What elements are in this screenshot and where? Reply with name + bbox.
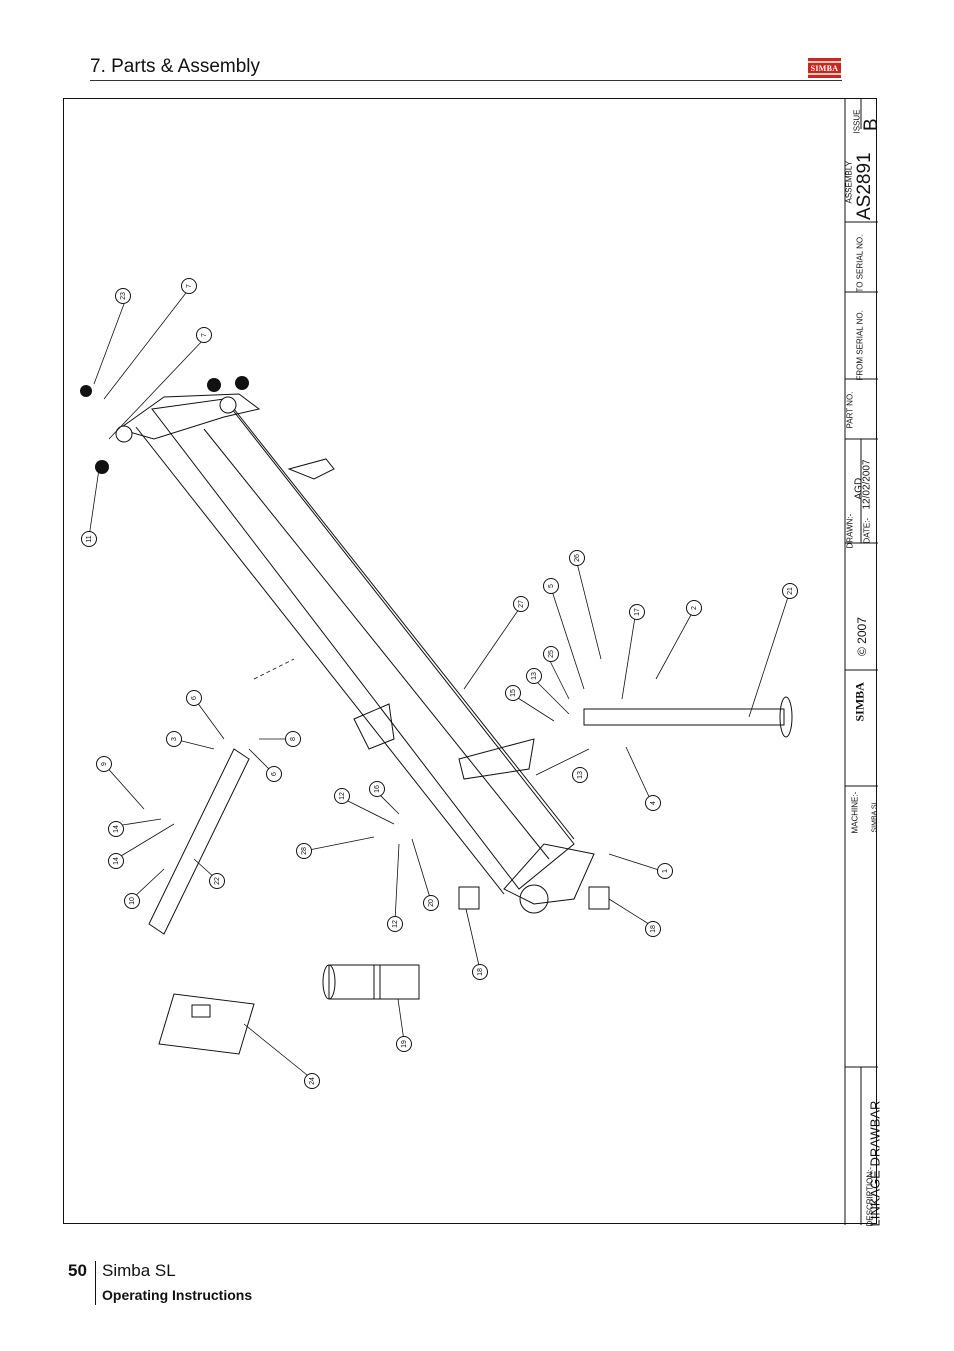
callout-balloon: 6 [186, 690, 202, 706]
callout-balloon: 26 [569, 550, 585, 566]
title-block-logo: SIMBA [852, 682, 867, 722]
callout-balloon: 1 [657, 863, 673, 879]
callout-balloon: 17 [629, 604, 645, 620]
callout-balloon: 2 [686, 600, 702, 616]
callout-balloon: 7 [196, 327, 212, 343]
drawn-label: DRAWN:- [845, 513, 855, 549]
issue-value: B [861, 118, 882, 131]
callout-balloon: 3 [166, 731, 182, 747]
callout-balloon: 6 [266, 766, 282, 782]
callout-balloon: 12 [387, 916, 403, 932]
header-rule [90, 80, 842, 81]
callout-balloon: 28 [296, 843, 312, 859]
footer-model: Simba SL [102, 1261, 176, 1280]
footer-subtitle: Operating Instructions [102, 1287, 253, 1303]
section-title: 7. Parts & Assembly [90, 56, 261, 77]
callout-balloon: 13 [572, 767, 588, 783]
callout-balloon: 12 [334, 788, 350, 804]
callout-balloon: 9 [96, 756, 112, 772]
assembly-value: AS2891 [854, 152, 875, 220]
callout-balloon: 5 [543, 578, 559, 594]
callout-balloon: 21 [782, 583, 798, 599]
callout-balloon: 24 [304, 1073, 320, 1089]
cylinder [322, 964, 420, 1000]
link-arm [148, 748, 250, 935]
callout-balloon: 13 [526, 668, 542, 684]
callout-balloon: 22 [209, 873, 225, 889]
from-serial-label: FROM SERIAL NO. [855, 310, 865, 381]
part-no-label: PART NO. [845, 391, 855, 429]
footer-divider [95, 1261, 96, 1305]
callout-balloon: 25 [543, 646, 559, 662]
callout-balloon: 11 [81, 531, 97, 547]
callout-balloon: 27 [513, 596, 529, 612]
machine-value: SIMBA SL [871, 800, 879, 833]
bushes [458, 886, 610, 910]
date-value: 12/02/2007 [861, 459, 873, 510]
simba-logo: SIMBA [808, 58, 841, 78]
callout-balloon: 18 [645, 921, 661, 937]
title-block: DESCRIPTION:- LINKAGE DRAWBAR MACHINE:- … [844, 99, 883, 1226]
leader-lines [88, 288, 789, 1080]
callout-balloon: 14 [108, 821, 124, 837]
parts-drawing [80, 99, 878, 1225]
callout-balloon: 10 [124, 893, 140, 909]
machine-label: MACHINE:- [850, 791, 860, 834]
description-value: LINKAGE DRAWBAR [867, 1100, 883, 1227]
callout-balloon: 8 [285, 731, 301, 747]
callout-balloon: 4 [645, 795, 661, 811]
callout-balloon: 18 [472, 964, 488, 980]
post [583, 696, 793, 738]
callout-balloon: 7 [181, 278, 197, 294]
callout-balloon: 23 [115, 288, 131, 304]
callout-balloon: 16 [369, 781, 385, 797]
page-number: 50 [68, 1261, 87, 1280]
date-label: DATE:- [862, 517, 872, 544]
booklet [158, 993, 255, 1055]
callout-balloon: 15 [505, 685, 521, 701]
drawbar-beam [117, 393, 595, 914]
callout-balloon: 20 [423, 895, 439, 911]
callout-balloon: 14 [108, 853, 124, 869]
callout-balloon: 19 [396, 1036, 412, 1052]
assembly-label: ASSEMBLY [844, 160, 854, 204]
copyright: © 2007 [855, 617, 869, 656]
